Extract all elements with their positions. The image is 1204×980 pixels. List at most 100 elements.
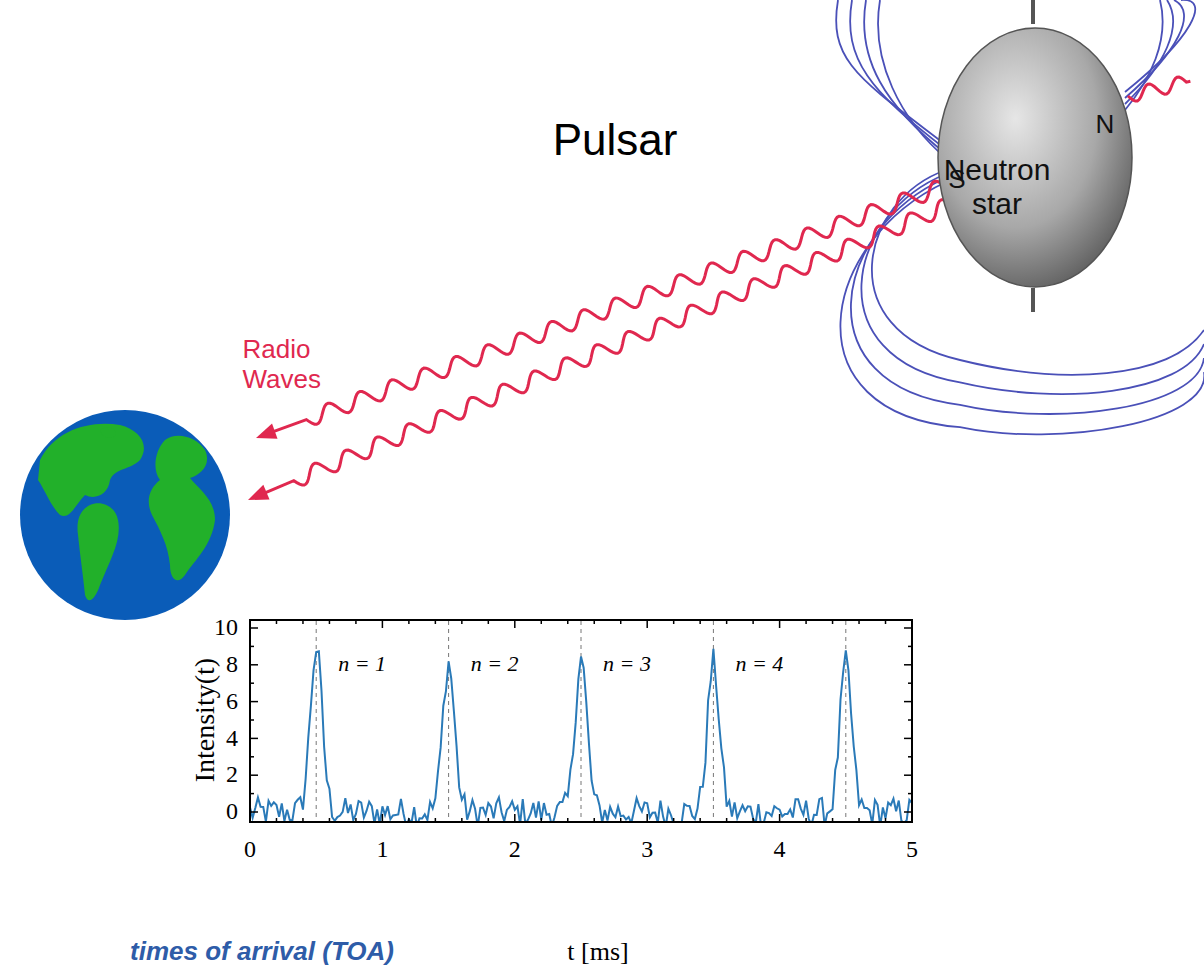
axis-tick: [382, 814, 384, 822]
axis-tick: [329, 620, 331, 624]
axis-tick: [541, 620, 543, 624]
axis-tick: [514, 620, 516, 628]
axis-tick: [885, 818, 887, 822]
pulse-number: n = 4: [735, 651, 783, 676]
axis-tick: [329, 818, 331, 822]
axis-tick: [904, 811, 912, 813]
field-line: [864, 0, 946, 154]
tick-label: 8: [226, 651, 238, 679]
axis-title: Intensity(t): [189, 658, 221, 782]
tick-label: 0: [244, 836, 256, 864]
axis-tick: [250, 646, 254, 648]
axis-tick: [911, 620, 913, 628]
intensity-plot: [250, 620, 912, 827]
axis-tick: [904, 738, 912, 740]
axis-tick: [620, 818, 622, 822]
toa-note: times of arrival (TOA): [130, 937, 394, 967]
axis-tick: [832, 620, 834, 624]
axis-tick: [461, 620, 463, 624]
pulse-number: n = 2: [471, 651, 519, 676]
axis-tick: [302, 818, 304, 822]
rotation-axis: [1031, 0, 1035, 24]
axis-tick: [908, 793, 912, 795]
intensity-curve: [250, 649, 912, 822]
axis-tick: [541, 818, 543, 822]
tick-label: 4: [774, 836, 786, 864]
earth-globe: [20, 410, 230, 620]
axis-tick: [908, 756, 912, 758]
radio-wave: [1128, 77, 1190, 101]
axis-tick: [276, 620, 278, 624]
pole-label: N: [1096, 110, 1115, 140]
axis-tick: [249, 620, 251, 628]
axis-tick: [673, 620, 675, 624]
axis-tick: [752, 620, 754, 624]
tick-label: 3: [641, 836, 653, 864]
axis-tick: [779, 814, 781, 822]
axis-tick: [514, 814, 516, 822]
axis-tick: [408, 620, 410, 624]
axis-tick: [858, 620, 860, 624]
tick-label: 6: [226, 688, 238, 716]
axis-tick: [726, 620, 728, 624]
axis-tick: [435, 620, 437, 624]
neutron-star: Neutron starSN: [935, 25, 1135, 290]
pole-label: S: [948, 165, 965, 195]
field-line: [1125, 0, 1195, 92]
pulse-number: n = 1: [338, 651, 386, 676]
axis-tick: [250, 811, 258, 813]
axis-tick: [249, 814, 251, 822]
axis-tick: [567, 818, 569, 822]
axis-tick: [461, 818, 463, 822]
axis-tick: [408, 818, 410, 822]
axis-tick: [488, 620, 490, 624]
axis-tick: [646, 620, 648, 628]
axis-tick: [904, 701, 912, 703]
axis-tick: [488, 818, 490, 822]
axis-tick: [908, 719, 912, 721]
axis-tick: [250, 682, 254, 684]
axis-tick: [250, 793, 254, 795]
axis-tick: [593, 620, 595, 624]
axis-title: t [ms]: [567, 937, 628, 967]
tick-label: 2: [226, 761, 238, 789]
axis-tick: [908, 682, 912, 684]
axis-tick: [699, 818, 701, 822]
axis-tick: [726, 818, 728, 822]
toa-marker: [448, 621, 449, 821]
field-line: [1125, 0, 1173, 104]
axis-tick: [620, 620, 622, 624]
wave-arrowhead: [248, 485, 270, 500]
rotation-axis: [1031, 288, 1035, 312]
axis-tick: [673, 818, 675, 822]
radio-wave: [269, 181, 945, 433]
field-line: [878, 0, 948, 160]
axis-tick: [250, 756, 254, 758]
axis-tick: [250, 701, 258, 703]
axis-tick: [752, 818, 754, 822]
axis-tick: [699, 620, 701, 624]
axis-tick: [805, 818, 807, 822]
axis-tick: [904, 664, 912, 666]
axis-tick: [904, 774, 912, 776]
tick-label: 2: [509, 836, 521, 864]
axis-tick: [250, 664, 258, 666]
axis-tick: [779, 620, 781, 628]
tick-label: 10: [214, 614, 238, 642]
field-line: [1125, 0, 1184, 98]
tick-label: 5: [906, 836, 918, 864]
toa-dashed-lines: [316, 621, 846, 821]
axis-tick: [435, 818, 437, 822]
radio-wave: [261, 200, 952, 495]
axis-tick: [250, 738, 258, 740]
axis-tick: [858, 818, 860, 822]
axis-tick: [250, 774, 258, 776]
axis-tick: [805, 620, 807, 624]
axis-ticks: [250, 620, 912, 822]
magnetic-field-lines: [836, 0, 1204, 434]
axis-tick: [911, 814, 913, 822]
axis-tick: [302, 620, 304, 624]
pulse-number: n = 3: [603, 651, 651, 676]
plot-frame: [250, 620, 912, 822]
toa-marker: [581, 621, 582, 821]
